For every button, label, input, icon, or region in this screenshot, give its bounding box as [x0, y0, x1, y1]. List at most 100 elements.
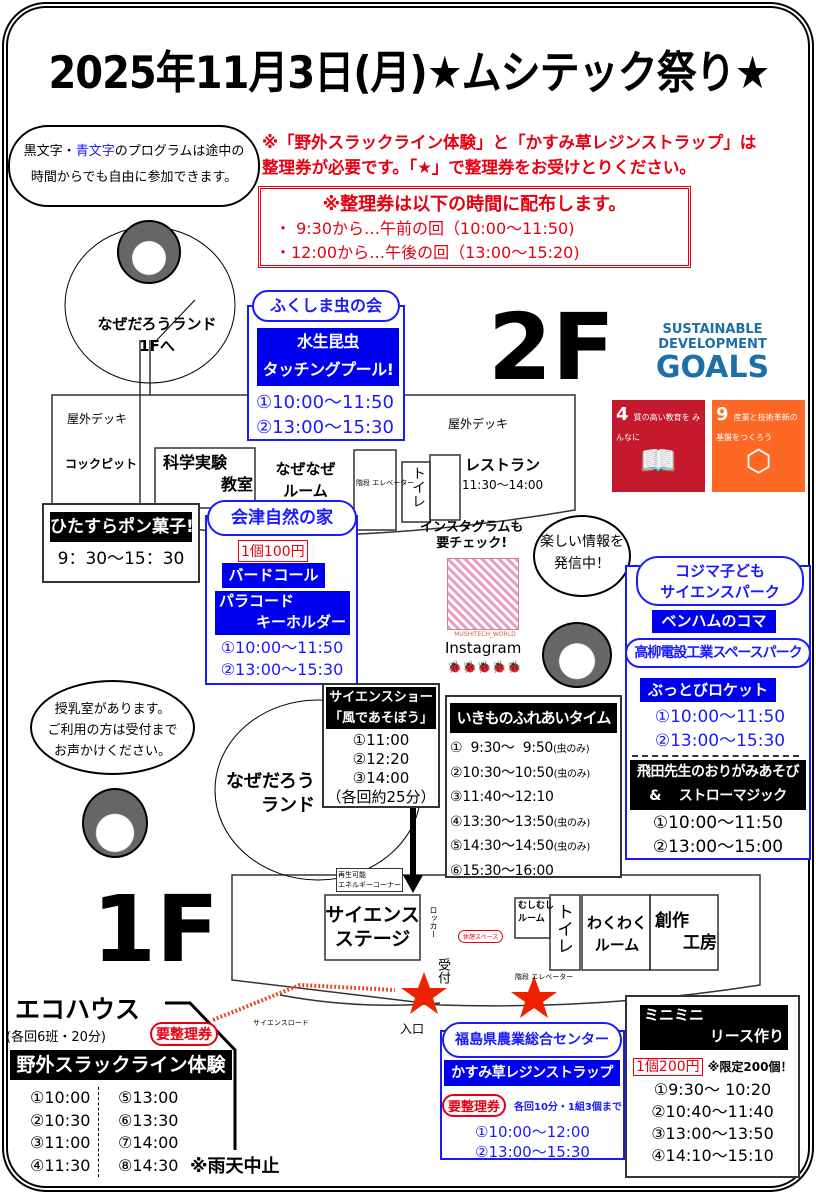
time-slot: ⑥13:30	[118, 1110, 179, 1130]
time-slot: ②13:00〜15:00	[652, 837, 784, 857]
event-title: 「風であそぼう」	[329, 711, 433, 726]
bubble-text: 楽しい情報を	[540, 534, 624, 550]
ikimono-row: ⑥15:30〜16:00	[447, 860, 620, 885]
time-slot: ③11:40〜12:10	[450, 789, 554, 805]
floor-2f-label: 2F	[488, 294, 615, 401]
slackline-event: 野外スラックライン体験	[10, 1050, 232, 1080]
room-name: なぜなぜ	[275, 460, 336, 478]
nursing-room-bubble: 授乳室があります。ご利用の方は受付までお声かけください。	[30, 680, 195, 775]
time-slot: ①10:00〜11:50	[220, 638, 344, 657]
science-show-note: （各回約25分）	[326, 788, 436, 806]
ecohouse-note: (各回6班・20分)	[6, 1030, 106, 1045]
room-name: ルーム	[518, 914, 545, 924]
event-title: タッチングプール!	[262, 360, 394, 379]
ticket-notice: ※「野外スラックライン体験」と「かすみ草レジンストラップ」は 整理券が必要です。…	[262, 130, 807, 180]
ponkashi-name: ひたすらポン菓子!	[50, 512, 194, 542]
area-name: 再生可能	[338, 871, 366, 879]
time-slot: ①10:00〜11:50	[652, 813, 784, 833]
science-road-label: サイエンスロード	[253, 1019, 309, 1027]
event-title: 水生昆虫	[296, 332, 360, 351]
deck-left-label: 屋外デッキ	[67, 412, 128, 426]
science-stage-label: サイエンスステージ	[325, 903, 420, 951]
insect-only-note: (虫のみ)	[553, 817, 591, 829]
time-slot: ②13:00〜15:30	[220, 660, 344, 679]
room-name: サイエンス	[325, 904, 420, 926]
ikimono-box: いきものふれあいタイム ① 9:30〜 9:50(虫のみ)②10:30〜10:5…	[445, 695, 622, 879]
fukushima-mushi-event: 水生昆虫タッチングプール!	[257, 328, 399, 386]
time-slot: ⑥15:30〜16:00	[450, 862, 554, 879]
bubble-text: お声かけください。	[53, 744, 171, 759]
wreath-price: 1個200円	[633, 1058, 703, 1076]
ecohouse-name: エコハウス	[15, 995, 141, 1024]
time-slot: ①10:00	[30, 1088, 91, 1107]
kojima-org: コジマ子どもサイエンスパーク	[636, 556, 804, 606]
nazedarou-link-label: なぜだろうランド	[97, 315, 217, 333]
stairs-label: 階段 エレベーター	[515, 973, 574, 981]
time-slot: ③11:00	[30, 1133, 91, 1152]
bubble-text: 授乳室があります。	[54, 702, 171, 717]
rest-space-label: 休憩スペース	[458, 930, 504, 943]
instagram-text: インスタグラムも	[420, 520, 524, 535]
origami-times: ①10:00〜11:50 ②13:00〜15:00	[630, 811, 806, 859]
time-slot: ⑤14:30〜14:50	[450, 838, 554, 854]
time-slot: ②10:30〜10:50	[450, 764, 554, 781]
notice-bubble: 黒文字・青文字のプログラムは途中の 時間からでも自由に参加できます。	[8, 125, 260, 207]
bubble-text: ご利用の方は受付まで	[47, 723, 178, 738]
room-name: 創作	[655, 911, 689, 931]
instagram-label: Instagram	[445, 639, 522, 657]
wreath-title: ミニミニリース作り	[640, 1005, 788, 1050]
time-slot: ②10:30	[30, 1110, 91, 1130]
notice-text: のプログラムは途中の	[114, 144, 245, 159]
room-name: ルーム	[283, 482, 328, 500]
event-title: リース作り	[709, 1027, 784, 1045]
time-slot: ①11:00	[352, 731, 410, 749]
time-slot: ④14:10〜15:10	[651, 1146, 774, 1165]
insect-only-note: (虫のみ)	[553, 768, 591, 780]
sdg-text: 産業と技術革新の 基盤をつくろう	[716, 413, 798, 442]
resin-strap-event: かすみ草レジンストラップ	[444, 1060, 620, 1086]
event-title: キーホルダー	[255, 613, 346, 631]
science-room-label: 科学実験教室	[163, 452, 253, 496]
rocket-event: ぶっとびロケット	[640, 678, 776, 702]
ikimono-row: ① 9:30〜 9:50(虫のみ)	[447, 737, 620, 762]
ponkashi-box: ひたすらポン菓子! 9：30〜15：30	[42, 503, 200, 583]
deck-right-label: 屋外デッキ	[448, 417, 509, 431]
restaurant-hours: 11:30〜14:00	[462, 478, 544, 492]
notice-text: 時間からでも自由に参加できます。	[30, 170, 238, 185]
cubes-icon: ⬡	[745, 444, 772, 479]
takayanagi-org: 高柳電設工業スペースパーク	[625, 638, 811, 668]
divider	[632, 755, 799, 757]
ikimono-row: ⑤14:30〜14:50(虫のみ)	[447, 835, 620, 860]
nazedarou-land-label: なぜだろうランド	[226, 770, 315, 818]
toilet-label: トイレ	[410, 466, 426, 508]
instagram-text: 要チェック!	[436, 536, 508, 551]
rain-cancel-note: ※雨天中止	[190, 1156, 280, 1177]
aizu-event-paracord: パラコードキーホルダー	[215, 591, 350, 635]
nougyou-ticket-badge: 要整理券	[442, 1094, 507, 1117]
instagram-account: MUSHITECH_WORLD	[454, 631, 516, 638]
ticket-time-line: ・12:00から…午後の回（13:00〜15:20)	[275, 243, 580, 262]
wreath-limit: ※限定200個！	[707, 1060, 793, 1074]
room-name: ステージ	[334, 928, 411, 950]
mascot-image	[542, 622, 612, 688]
time-slot: ①9:30〜 10:20	[653, 1080, 772, 1099]
wakuwaku-room-label: わくわくルーム	[584, 912, 650, 956]
reception-label: 受付	[435, 958, 450, 984]
stairs-label: 階段 エレベーター	[356, 479, 415, 487]
time-slot: ① 9:30〜 9:50	[450, 740, 554, 756]
sdgs-logo-text: SUSTAINABLE	[662, 322, 763, 337]
ticket-times-box: ※整理券は以下の時間に配布します。 ・ 9:30から…午前の回（10:00〜11…	[258, 186, 691, 268]
aizu-org: 会津自然の家	[207, 500, 357, 536]
sousaku-koubou-label: 創作工房	[655, 910, 717, 954]
room-name: 工房	[683, 933, 717, 953]
sdg-goal-4-tile: 4 質の高い教育を みんなに📖	[612, 400, 705, 492]
ikimono-row: ④13:30〜13:50(虫のみ)	[447, 811, 620, 836]
instagram-qr-code[interactable]	[447, 558, 519, 630]
